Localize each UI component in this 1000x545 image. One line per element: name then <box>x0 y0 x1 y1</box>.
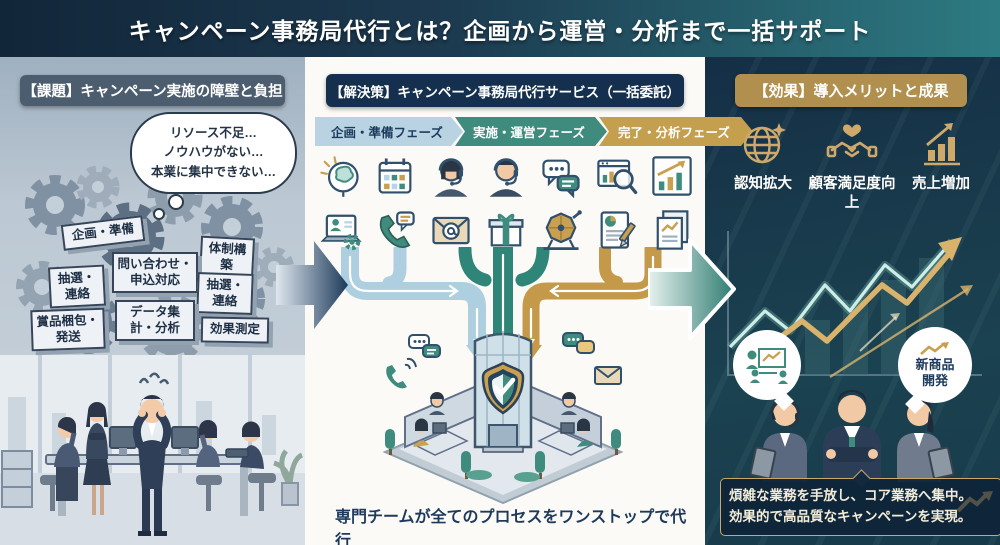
thought-line: ノウハウがない… <box>163 145 264 160</box>
thought-bubble: リソース不足… ノウハウがない… 本業に集中できない… <box>130 112 297 194</box>
solution-panel: 【解決策】キャンペーン事務局代行サービス（一括委託） 企画・準備フェーズ 実施・… <box>305 57 705 545</box>
team-member-left <box>749 398 807 482</box>
business-team-illustration <box>749 390 955 482</box>
page-title: キャンペーン事務局代行とは？企画から運営・分析まで一括サポート <box>128 17 872 44</box>
thought-bubble-dot <box>153 208 165 220</box>
gift-box-icon <box>488 213 524 247</box>
presentation-meeting-icon <box>746 348 788 384</box>
new-product-speech-bubble: 新商品 開発 <box>898 327 972 403</box>
flow-arrows-illustration <box>341 247 662 361</box>
laptop-settings-icon <box>320 214 362 251</box>
summary-box: 煩雑な業務を手放し、コア業務へ集中。 効果的で高品質なキャンペーンを実現。 <box>720 469 1000 536</box>
thought-bubble-dot <box>168 194 184 210</box>
summary-line: 効果的で高品質なキャンペーンを実現。 <box>729 509 972 524</box>
arrow-watermark-icon <box>956 491 993 513</box>
phone-chat-icon <box>380 211 416 248</box>
summary-line: 煩雑な業務を手放し、コア業務へ集中。 <box>729 488 972 504</box>
trees <box>385 429 621 482</box>
task-box: 抽選・連絡 <box>196 272 254 316</box>
benefit-label: 顧客満足度向上 <box>808 176 896 211</box>
chat-bubbles-icon <box>562 332 595 354</box>
problem-to-solution-arrow <box>276 241 348 329</box>
solution-caption: 専門チームが全てのプロセスをワンストップで代行 <box>335 509 687 545</box>
support-agent-male-icon <box>489 158 523 197</box>
worker-seated-far-right <box>225 421 276 511</box>
trend-arrow-icon <box>920 342 949 356</box>
growth-chart-icon <box>652 156 692 196</box>
envelope-icon <box>594 366 622 385</box>
stressed-office-illustration <box>0 355 305 545</box>
dashboard-magnifier-icon <box>596 159 637 195</box>
benefit-list: 認知拡大 顧客満足度向上 <box>719 117 985 213</box>
thought-line: 本業に集中できない… <box>150 164 276 179</box>
benefit-label: 売上増加 <box>912 176 970 192</box>
problem-header-badge: 【課題】キャンペーン実施の障壁と負担 <box>20 75 285 106</box>
benefit-sales: 売上増加 <box>897 117 985 213</box>
report-pencil-icon <box>600 211 636 249</box>
calendar-icon <box>378 158 412 194</box>
thought-line: リソース不足… <box>170 125 257 140</box>
team-member-right <box>897 398 955 482</box>
file-cabinet <box>1 450 33 508</box>
gear-icon <box>76 165 120 209</box>
title-banner: キャンペーン事務局代行とは？企画から運営・分析まで一括サポート <box>0 0 1000 57</box>
worker-seated-right <box>196 420 222 511</box>
task-box: データ集計・分析 <box>115 300 195 342</box>
stressed-man-center <box>132 372 172 536</box>
benefit-awareness: 認知拡大 <box>719 117 807 213</box>
task-box: 抽選・連絡 <box>47 264 107 309</box>
service-icon-grid <box>317 153 695 261</box>
effect-panel: 【効果】導入メリットと成果 認知拡大 <box>705 57 1000 545</box>
sales-growth-icon <box>924 123 960 166</box>
plant <box>273 449 304 506</box>
right-wing <box>526 383 602 456</box>
email-at-icon <box>432 216 470 245</box>
effect-header-badge: 【効果】導入メリットと成果 <box>735 74 967 107</box>
shield-check-icon <box>481 361 525 415</box>
idea-brain-icon <box>320 156 359 197</box>
phase-analyze: 完了・分析フェーズ <box>599 117 753 146</box>
team-member-center <box>823 390 881 482</box>
meeting-speech-bubble <box>733 330 801 400</box>
solution-to-effect-arrow <box>648 238 736 340</box>
bubble-line: 新商品 <box>915 357 955 373</box>
phone-icon <box>386 357 417 389</box>
worker-standing-left <box>83 402 111 515</box>
service-center-building-illustration <box>382 331 624 505</box>
documents-icon <box>656 210 689 250</box>
support-agent-female-icon <box>434 158 468 197</box>
benefit-label: 認知拡大 <box>734 176 792 192</box>
problem-panel: 【課題】キャンペーン実施の障壁と負担 リソース不足… ノウハウがない… 本業に集… <box>0 57 305 545</box>
task-box: 効果測定 <box>200 316 270 344</box>
phase-flow: 企画・準備フェーズ 実施・運営フェーズ 完了・分析フェーズ <box>315 117 745 146</box>
gear-icon <box>25 175 85 235</box>
bubble-line: 開発 <box>921 373 948 388</box>
task-box: 賞品梱包・発送 <box>30 307 106 352</box>
solution-header-badge: 【解決策】キャンペーン事務局代行サービス（一括委託） <box>326 74 684 107</box>
lottery-wheel-icon <box>543 210 583 250</box>
globe-icon <box>743 123 786 164</box>
task-box: 問い合わせ・申込対応 <box>112 252 198 294</box>
chat-bubbles-icon <box>542 159 580 199</box>
phase-run: 実施・運営フェーズ <box>455 117 607 146</box>
worker-seated-left <box>40 416 80 511</box>
handshake-heart-icon <box>826 124 878 158</box>
phase-plan: 企画・準備フェーズ <box>315 117 463 146</box>
chat-bubbles-icon <box>408 334 441 358</box>
benefit-satisfaction: 顧客満足度向上 <box>808 117 896 213</box>
